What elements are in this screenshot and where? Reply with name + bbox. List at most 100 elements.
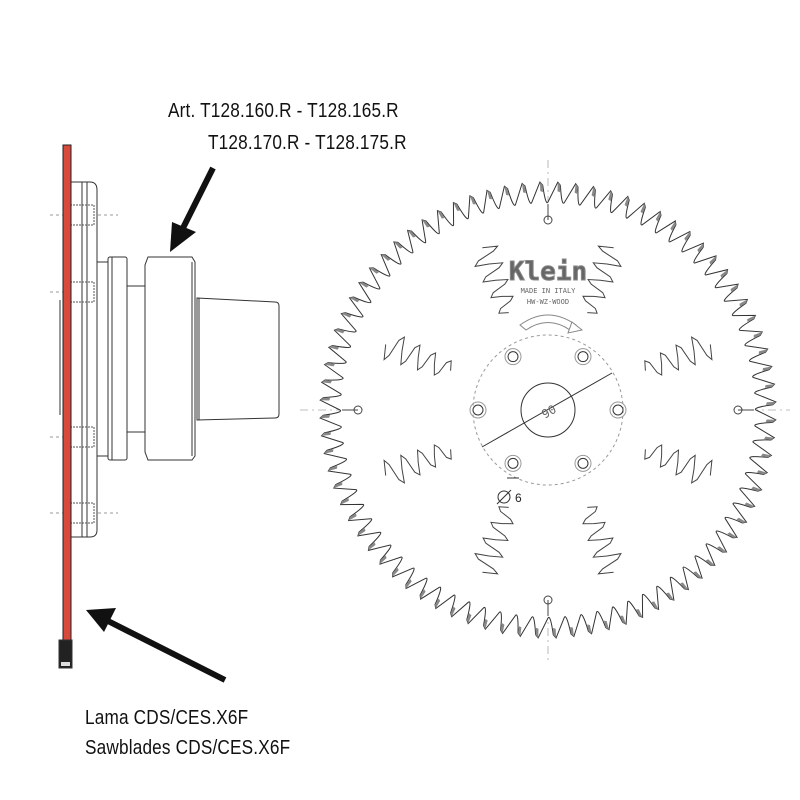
arrow-to-blade	[86, 608, 227, 683]
carbide-tip	[487, 190, 493, 200]
carbide-tip	[747, 315, 756, 322]
carbide-tip	[324, 449, 334, 454]
carbide-tip	[381, 254, 391, 261]
carbide-tip	[334, 328, 345, 334]
carbide-tip	[518, 626, 522, 637]
carbide-tip	[574, 183, 578, 194]
carbide-tip	[730, 284, 739, 292]
bore-diameter: 90	[539, 402, 559, 421]
carbide-tip	[693, 571, 703, 578]
carbide-tip	[522, 183, 526, 194]
pin-hole	[609, 401, 627, 419]
carbide-tip	[758, 349, 768, 355]
carbide-tip	[341, 312, 352, 318]
carbide-tip	[765, 419, 776, 423]
carbide-tip	[636, 609, 643, 618]
slot-end	[353, 405, 363, 415]
carbide-tip	[553, 627, 557, 638]
laser-cut-slot	[582, 245, 622, 314]
carbide-tip	[435, 598, 441, 609]
blade-tip	[58, 639, 73, 669]
article-numbers-line1: Art. T128.160.R - T128.165.R	[168, 100, 399, 122]
carbide-tip	[405, 579, 412, 589]
carbide-tip	[764, 436, 775, 440]
carbide-tip	[666, 592, 674, 601]
carbide-tip	[756, 470, 768, 475]
brand-logo: Klein	[509, 257, 587, 287]
carbide-tip	[717, 546, 727, 553]
carbide-tip	[624, 196, 630, 207]
article-numbers-line2: T128.170.R - T128.175.R	[208, 132, 407, 154]
carbide-tip	[539, 182, 543, 193]
carbide-tip	[422, 219, 430, 228]
laser-cut-slot	[383, 444, 452, 484]
carbide-tip	[453, 202, 460, 211]
blade-label-line1: Lama CDS/CES.X6F	[85, 707, 249, 729]
carbide-tip	[369, 267, 379, 274]
carbide-tip	[762, 366, 772, 371]
carbide-tip	[765, 401, 776, 405]
laser-cut-slot	[582, 506, 622, 575]
carbide-tip	[321, 432, 332, 436]
carbide-tip	[500, 623, 505, 634]
blade-label-line2: Sawblades CDS/CES.X6F	[85, 737, 291, 759]
pin-hole	[577, 351, 589, 363]
carbide-tip	[504, 186, 509, 196]
slot-end	[733, 405, 743, 415]
laser-cut-slot	[383, 336, 452, 376]
pin-hole	[469, 401, 487, 419]
carbide-tip	[437, 210, 445, 219]
pin-hole	[507, 351, 519, 363]
pin-hole	[504, 348, 522, 366]
carbide-tip	[348, 513, 357, 521]
carbide-tip	[591, 186, 596, 197]
carbide-tip	[709, 255, 716, 265]
carbide-tip	[450, 606, 456, 617]
carbide-tip	[761, 453, 772, 458]
carbide-tip	[697, 243, 704, 253]
carbide-tip	[608, 190, 613, 202]
pin-hole-dimension: 6	[496, 477, 522, 505]
carbide-tip	[736, 517, 747, 523]
carbide-tip	[483, 618, 488, 630]
carbide-tip	[368, 542, 376, 551]
expansion-slots	[342, 204, 754, 616]
pin-hole	[504, 454, 522, 472]
carbide-tip	[680, 582, 689, 590]
carbide-tip	[324, 362, 335, 367]
front-view: 90 Klein MADE IN ITALY HW-WZ-WOOD 6	[300, 160, 790, 660]
carbide-tip	[570, 626, 574, 637]
pin-hole	[574, 348, 592, 366]
made-in-label: MADE IN ITALY	[521, 287, 577, 295]
carbide-tip	[670, 220, 676, 231]
carbide-tip	[333, 482, 343, 489]
carbide-tip	[320, 397, 331, 401]
pin-hole	[574, 454, 592, 472]
carbide-tip	[764, 384, 775, 388]
carbide-tip	[720, 269, 728, 278]
carbide-tip	[557, 182, 561, 193]
carbide-tip	[340, 498, 349, 505]
laser-cut-slot	[474, 506, 514, 575]
material-label: HW-WZ-WOOD	[527, 298, 569, 306]
hub-cone	[196, 297, 280, 421]
carbide-tip	[328, 345, 340, 350]
carbide-tip	[684, 231, 691, 241]
arrow-to-hub	[170, 166, 216, 252]
hub-base	[96, 261, 110, 457]
carbide-tip	[640, 203, 646, 214]
pin-hole	[577, 457, 589, 469]
tooth-tips	[320, 182, 776, 638]
carbide-tip	[587, 624, 592, 634]
hub-ring	[107, 256, 128, 461]
carbide-tip	[753, 331, 763, 338]
pin-hole	[472, 404, 484, 416]
carbide-tip	[380, 555, 387, 565]
carbide-tip	[469, 195, 476, 205]
carbide-tip	[603, 620, 609, 630]
carbide-tip	[349, 297, 360, 303]
blade-side	[62, 144, 72, 656]
pin-hole	[612, 404, 624, 416]
carbide-tip	[320, 415, 331, 419]
